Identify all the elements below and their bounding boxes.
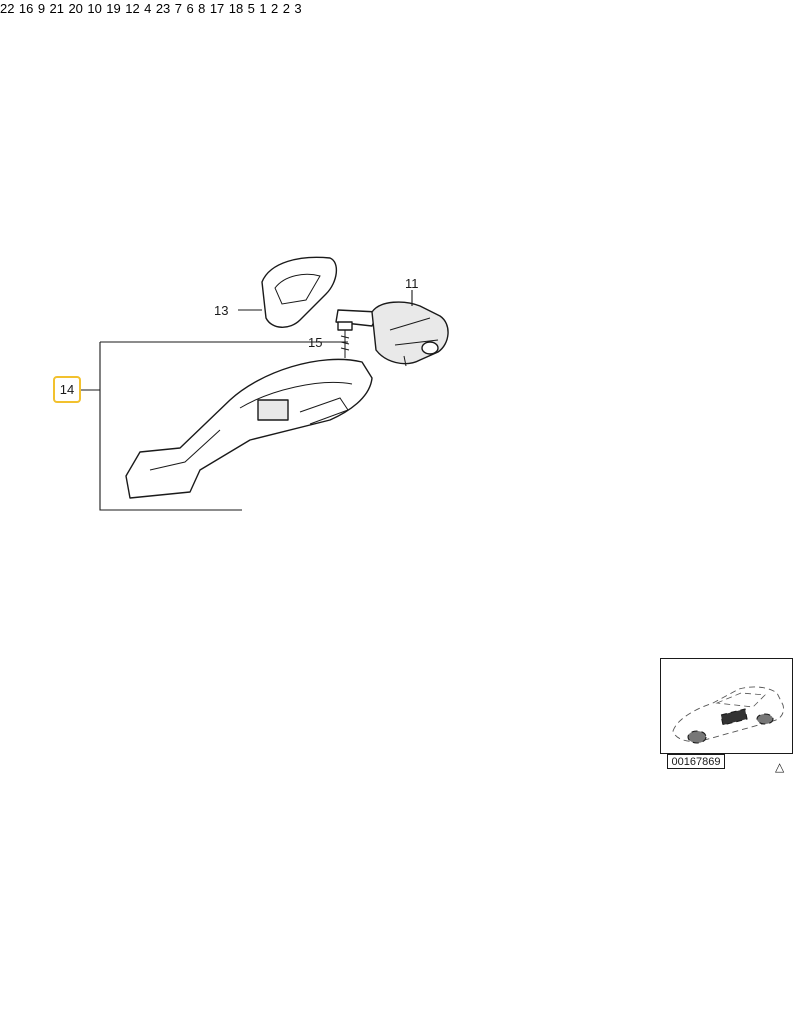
part-14-handle-carrier[interactable] [125,358,373,499]
callout-2a: 2 [271,1,279,16]
callout-11: 11 [405,276,419,291]
callout-14-highlighted[interactable]: 14 [53,376,81,403]
callout-16: 16 [18,1,34,16]
callout-9: 9 [37,1,46,16]
callout-2b: 2 [282,1,290,16]
callout-10: 10 [87,1,102,16]
callout-23: 23 [155,1,171,16]
callout-21: 21 [49,1,64,16]
callout-19: 19 [106,1,121,16]
callout-4: 4 [144,1,152,16]
callout-1: 1 [259,1,267,16]
warning-triangle-icon: △ [775,760,785,774]
callout-8: 8 [198,1,206,16]
part-15-screw[interactable] [337,321,353,358]
part-13-cover-gasket[interactable] [261,256,337,328]
callout-7: 7 [174,1,182,16]
callout-5: 5 [247,1,255,16]
part-11-lock-cylinder[interactable] [335,301,449,367]
callout-12: 12 [125,1,140,16]
callout-22: 22 [0,1,15,16]
callout-17: 17 [209,1,225,16]
callout-6: 6 [186,1,194,16]
callout-13: 13 [214,303,228,318]
callout-20: 20 [68,1,83,16]
vehicle-thumbnail [660,658,793,754]
callout-18: 18 [228,1,244,16]
car-thumbnail-icon [672,686,784,744]
diagram-reference-code: 00167869 [667,754,725,769]
callout-3: 3 [294,1,302,16]
callout-14-label: 14 [59,382,75,397]
